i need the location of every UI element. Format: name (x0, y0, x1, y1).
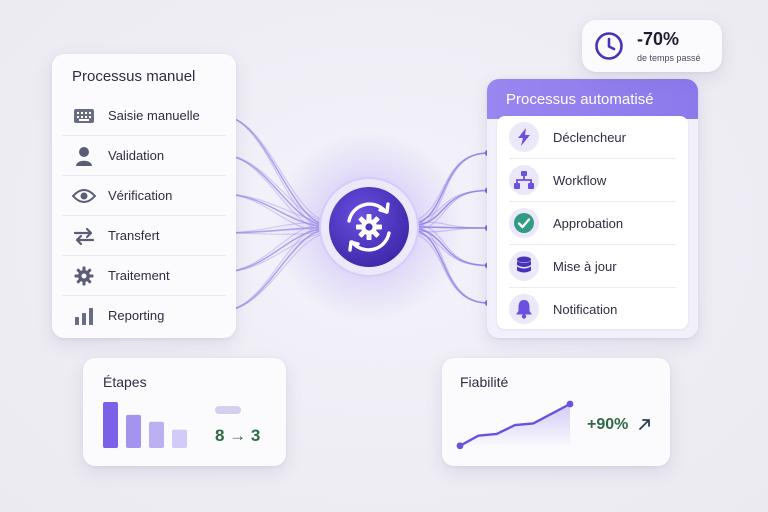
manual-process-title: Processus manuel (72, 68, 196, 85)
steps-ratio: 8 → 3 (215, 426, 261, 445)
auto-step-workflow: Workflow (509, 159, 676, 202)
clock-icon (595, 32, 623, 60)
flow-curve-left (221, 227, 328, 273)
time-saved-badge: -70% de temps passé (582, 20, 722, 72)
auto-step-label: Workflow (553, 172, 607, 188)
time-saved-value: -70% (637, 29, 680, 49)
auto-step-mise-a-jour: Mise à jour (509, 245, 676, 288)
flow-curve-right (410, 152, 489, 229)
steps-title: Étapes (103, 374, 147, 390)
manual-step-transfert: Transfert (62, 216, 226, 256)
auto-step-label: Mise à jour (553, 258, 617, 274)
eye-icon (72, 184, 96, 208)
database-icon (509, 251, 539, 281)
arrow-up-right-icon (639, 419, 650, 430)
flow-curve-right (410, 227, 489, 267)
manual-step-label: Vérification (108, 188, 173, 203)
flow-curve-right (410, 189, 489, 227)
flow-curve-left (221, 154, 328, 227)
manual-step-validation: Validation (62, 136, 226, 176)
auto-step-label: Approbation (553, 215, 624, 231)
reliability-value: +90% (587, 416, 629, 433)
flow-curve-right (410, 226, 489, 229)
automated-process-header: Processus automatisé (487, 79, 698, 119)
sync-gear-icon (347, 202, 391, 252)
manual-step-reporting: Reporting (62, 296, 226, 335)
auto-step-notification: Notification (509, 288, 676, 330)
flow-curve-left (221, 115, 328, 226)
auto-step-label: Déclencheur (553, 129, 626, 145)
manual-process-panel: Processus manuel Saisie manuelle Validat… (52, 54, 236, 338)
manual-step-saisie: Saisie manuelle (62, 96, 226, 136)
gear-icon (72, 264, 96, 288)
flow-curve-left (221, 193, 328, 228)
trend-point (456, 442, 464, 450)
automated-process-title: Processus automatisé (506, 91, 654, 108)
automated-steps-list: Déclencheur Workflow Approbation Mise à … (497, 116, 688, 329)
flow-curve-left (221, 228, 328, 312)
flow-curve-right (410, 228, 489, 304)
steps-bar (149, 421, 164, 448)
steps-bar (126, 414, 141, 448)
manual-step-label: Reporting (108, 308, 165, 323)
reliability-card: Fiabilité +90% (442, 358, 670, 466)
trend-point (566, 400, 574, 408)
flow-curve-right (410, 152, 489, 226)
bell-icon (509, 294, 539, 324)
manual-step-label: Validation (108, 148, 165, 163)
bar-chart-icon (72, 304, 96, 328)
flow-curve-right (410, 232, 489, 304)
steps-pill (215, 406, 241, 414)
auto-step-declencheur: Déclencheur (509, 116, 676, 159)
reliability-trend-chart (456, 400, 574, 450)
flow-curve-left (221, 231, 328, 273)
reliability-title: Fiabilité (460, 374, 509, 390)
flow-curve-right (410, 230, 489, 267)
automation-hub (319, 177, 419, 277)
check-circle-icon (509, 208, 539, 238)
auto-step-approbation: Approbation (509, 202, 676, 245)
flow-curve-right (410, 227, 489, 233)
manual-step-label: Saisie manuelle (108, 108, 200, 123)
keyboard-icon (72, 104, 96, 128)
automated-process-panel: Processus automatisé Déclencheur Workflo… (487, 79, 698, 338)
workflow-icon (509, 165, 539, 195)
manual-step-traitement: Traitement (62, 256, 226, 296)
trend-line (458, 402, 572, 447)
steps-bar (172, 429, 187, 448)
manual-step-verification: Vérification (62, 176, 226, 216)
swap-arrows-icon (72, 224, 96, 248)
lightning-icon (509, 122, 539, 152)
steps-bar-chart (103, 402, 187, 448)
steps-card: Étapes 8 → 3 (83, 358, 286, 466)
manual-step-label: Transfert (108, 228, 160, 243)
user-icon (72, 144, 96, 168)
manual-step-label: Traitement (108, 268, 170, 283)
steps-bar (103, 402, 118, 448)
flow-curve-right (410, 189, 489, 230)
auto-step-label: Notification (553, 301, 618, 317)
flow-curve-left (221, 232, 328, 312)
time-saved-caption: de temps passé (637, 53, 701, 63)
